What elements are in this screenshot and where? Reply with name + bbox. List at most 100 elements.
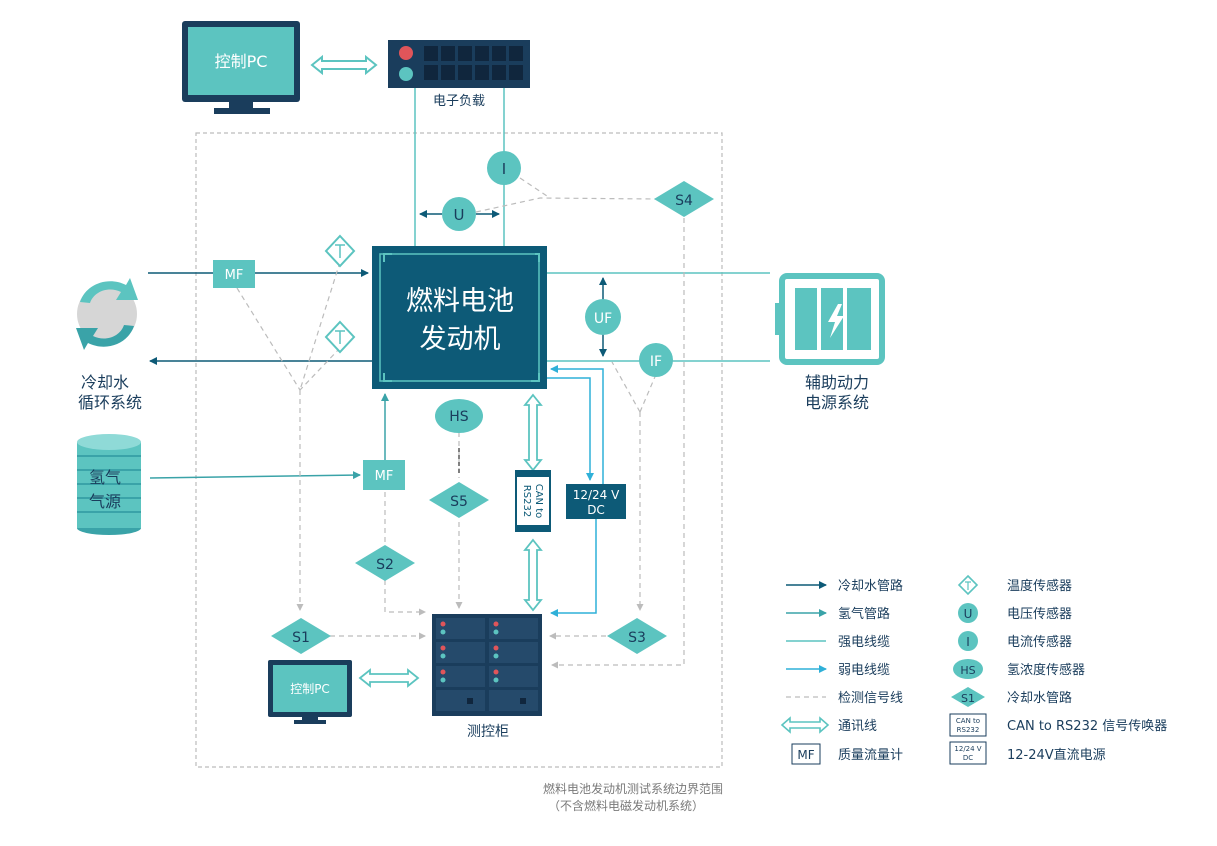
signal-s2[interactable]: S2	[355, 545, 415, 581]
load-panel-cell	[492, 65, 506, 80]
legend-label: 电流传感器	[1007, 634, 1072, 650]
temp-sensor-bottom[interactable]	[324, 320, 356, 354]
can-rs232-converter[interactable]: CAN to RS232	[515, 470, 551, 532]
legend-s1-symbol: S1	[961, 692, 975, 705]
cabinet-drawer	[436, 666, 485, 687]
bottom-control-pc[interactable]: 控制PC	[268, 660, 352, 724]
can-label-line2: RS232	[521, 485, 532, 517]
cabinet-drawer	[489, 642, 538, 663]
cabinet-drawer	[436, 618, 485, 639]
legend-item-dc: 12/24 V DC 12-24V直流电源	[949, 741, 1106, 765]
cabinet-led-red	[440, 645, 446, 651]
cabinet-led-teal	[493, 677, 499, 683]
load-panel-cell	[492, 46, 506, 61]
s3-label: S3	[628, 630, 646, 646]
legend-label: 温度传感器	[1007, 578, 1072, 594]
temp-sensor-top[interactable]	[324, 234, 356, 268]
top-pc-label: 控制PC	[215, 52, 268, 71]
legend: 冷却水管路 氢气管路 强电线缆 弱电线缆 检测信号线 通讯线 MF 质量流量计	[780, 574, 1167, 765]
hydrogen-pipe-h	[149, 471, 361, 480]
coolant-label-line1: 冷却水	[81, 373, 129, 392]
current-sensor-i[interactable]: I	[487, 151, 521, 185]
load-panel-cell	[424, 46, 438, 61]
cabinet-drawer	[489, 618, 538, 639]
dc-power-supply[interactable]: 12/24 V DC	[566, 484, 626, 519]
load-panel-cell	[475, 46, 489, 61]
eload-label: 电子负载	[433, 94, 485, 109]
mf-sensor-bottom[interactable]: MF	[363, 460, 405, 490]
legend-label: 氢浓度传感器	[1007, 662, 1085, 678]
cabinet-led-red	[440, 669, 446, 675]
legend-label: 冷却水管路	[838, 578, 903, 594]
legend-label: 冷却水管路	[1007, 690, 1072, 706]
current-sensor-if[interactable]: IF	[639, 343, 673, 377]
dc-to-cabinet-line	[550, 519, 597, 617]
load-panel-cell	[458, 65, 472, 80]
mf-top-label: MF	[225, 268, 244, 283]
electronic-load[interactable]: 电子负载	[388, 40, 530, 109]
signal-s3[interactable]: S3	[607, 618, 667, 654]
legend-mf-symbol: MF	[797, 748, 814, 762]
mf-sensor-top[interactable]: MF	[213, 260, 255, 288]
boundary-caption-line2: （不含燃料电磁发动机系统）	[548, 798, 704, 813]
legend-label: 检测信号线	[838, 691, 903, 706]
signal-s4[interactable]: S4	[654, 181, 714, 217]
top-control-pc[interactable]: 控制PC	[182, 21, 300, 114]
cabinet-led-teal	[440, 653, 446, 659]
voltage-sensor-uf[interactable]: UF	[585, 299, 621, 335]
cabinet-port	[520, 698, 526, 704]
aux-power-battery[interactable]: 辅助动力 电源系统	[775, 273, 885, 412]
legend-item-coolant-pipe: 冷却水管路	[786, 578, 903, 594]
legend-item-volt-sensor: U 电压传感器	[958, 603, 1072, 623]
hydrogen-sensor-hs[interactable]: HS	[435, 399, 483, 433]
signal-s1[interactable]: S1	[271, 618, 331, 654]
load-panel-cell	[441, 65, 455, 80]
load-panel-cell	[458, 46, 472, 61]
load-panel-cell	[509, 46, 523, 61]
mf-bottom-label: MF	[375, 469, 394, 484]
can-label-line1: CAN to	[533, 484, 544, 519]
aux-label-line1: 辅助动力	[805, 373, 869, 392]
coolant-system[interactable]: 冷却水 循环系统	[76, 278, 142, 412]
engine-can-comm	[523, 393, 543, 472]
s4-label: S4	[675, 193, 693, 209]
h2-label-line2: 气源	[89, 492, 121, 511]
s1-label: S1	[292, 630, 310, 646]
legend-u-symbol: U	[964, 607, 973, 621]
legend-label: 弱电线缆	[838, 662, 890, 678]
fuel-cell-engine[interactable]: 燃料电池 发动机	[372, 246, 547, 389]
legend-label: 通讯线	[838, 719, 877, 734]
load-panel-cell	[509, 65, 523, 80]
pc-load-comm-arrow	[310, 54, 378, 76]
legend-dc-line1: 12/24 V	[954, 745, 981, 753]
i-label: I	[502, 160, 506, 178]
load-red-indicator	[399, 46, 413, 60]
legend-dc-line2: DC	[963, 754, 973, 762]
signal-s5[interactable]: S5	[429, 482, 489, 518]
legend-item-signal-cable: 弱电线缆	[786, 662, 890, 678]
hydrogen-source[interactable]: 氢气 气源	[77, 434, 141, 535]
cabinet-led-red	[493, 645, 499, 651]
cabinet-led-red	[493, 669, 499, 675]
legend-label: 12-24V直流电源	[1007, 748, 1106, 763]
boundary-caption-line1: 燃料电池发动机测试系统边界范围	[543, 781, 723, 796]
load-panel-cell	[441, 46, 455, 61]
cabinet-led-red	[440, 621, 446, 627]
legend-item-power-cable: 强电线缆	[786, 634, 890, 650]
legend-i-symbol: I	[966, 635, 970, 649]
legend-item-hs-sensor: HS 氢浓度传感器	[953, 659, 1085, 679]
cabinet-drawer	[489, 666, 538, 687]
dc-label-line2: DC	[587, 503, 605, 517]
legend-item-curr-sensor: I 电流传感器	[958, 631, 1072, 651]
dc-signal-line-outer	[550, 365, 604, 484]
cabinet-drawer	[436, 642, 485, 663]
test-cabinet[interactable]: 测控柜	[432, 614, 542, 740]
cabinet-led-teal	[440, 677, 446, 683]
cabinet-port	[467, 698, 473, 704]
voltage-sensor-u[interactable]: U	[442, 197, 476, 231]
cabinet-led-red	[493, 621, 499, 627]
if-label: IF	[650, 354, 662, 370]
load-panel-cell	[475, 65, 489, 80]
engine-label-line2: 发动机	[420, 324, 501, 355]
